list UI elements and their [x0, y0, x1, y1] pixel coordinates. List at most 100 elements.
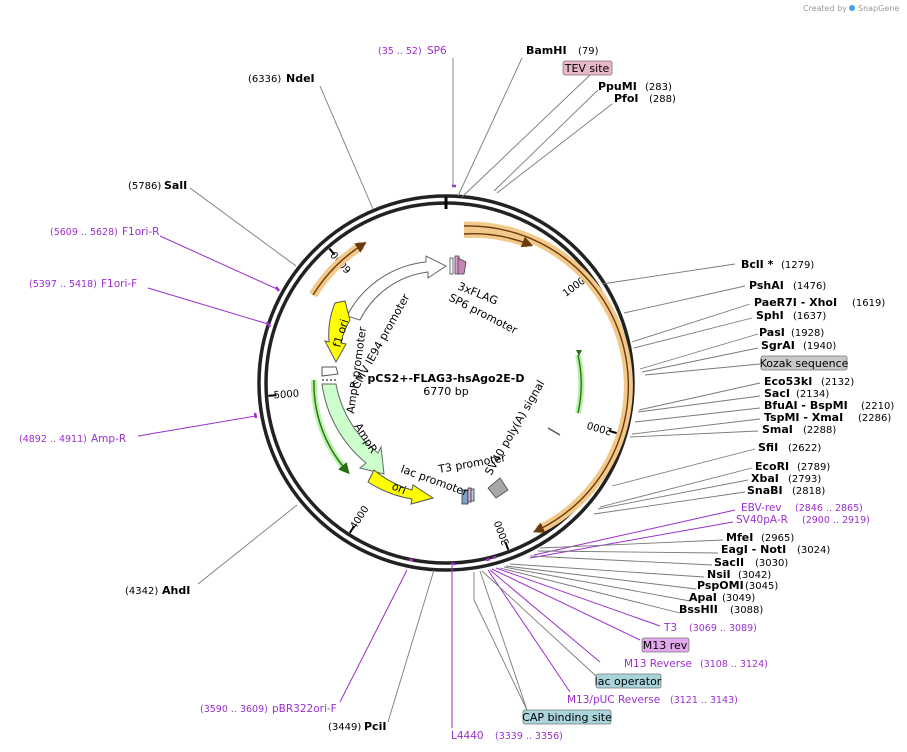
restriction-site-labels: BamHI (79) PpuMI (283) PfoI (288) BclI *… — [125, 44, 894, 733]
sp6-promoter-box[interactable] — [449, 257, 454, 275]
leader-t3 — [495, 567, 661, 627]
site-nsii-name[interactable]: NsiI — [707, 568, 731, 581]
leader-lac-operator — [481, 570, 597, 677]
f1ori-f-primer-mark[interactable] — [265, 321, 272, 328]
site-mfei-name[interactable]: MfeI — [726, 531, 753, 544]
primer-sp6-name[interactable]: SP6 — [427, 45, 447, 57]
cap-badge[interactable] — [522, 709, 612, 725]
boxed-feature-labels: TEV site Kozak sequence M13 rev lac oper… — [522, 60, 849, 725]
site-sgrai-name[interactable]: SgrAI — [761, 339, 795, 352]
site-snabi-pos: (2818) — [792, 486, 825, 497]
site-bsshii-pos: (3088) — [730, 605, 763, 616]
m13-rev-badge[interactable] — [641, 637, 690, 653]
primer-pbr322ori-f-name[interactable]: pBR322ori-F — [272, 703, 337, 715]
site-tspmi-name[interactable]: TspMI - XmaI — [764, 411, 843, 424]
site-sali-name[interactable]: SalI — [164, 179, 187, 192]
site-pasi-name[interactable]: PasI — [759, 326, 785, 339]
site-sphi-name[interactable]: SphI — [756, 309, 784, 322]
m13-box[interactable] — [470, 488, 475, 502]
primer-sv40pa-r-name[interactable]: SV40pA-R — [736, 514, 788, 526]
primer-ebv-rev-range: (2846 .. 2865) — [795, 503, 863, 514]
ori-label: ori — [390, 480, 408, 497]
site-paer7i-pos: (1619) — [852, 298, 885, 309]
site-ndei-name[interactable]: NdeI — [286, 72, 315, 85]
site-bcli-name[interactable]: BclI * — [741, 258, 774, 271]
snapgene-brand-text: SnapGene — [858, 4, 899, 13]
leader-nsii — [509, 563, 705, 578]
site-bfuai-name[interactable]: BfuAI - BspMI — [764, 399, 848, 412]
leader-mfei — [539, 539, 724, 549]
tick-5000 — [268, 394, 277, 397]
lac-operator-text: lac operator — [595, 675, 662, 688]
site-eagi-pos: (3024) — [797, 545, 830, 556]
primer-f1ori-r-name[interactable]: F1ori-R — [122, 226, 159, 238]
tick-3000 — [504, 541, 510, 551]
site-smai-name[interactable]: SmaI — [762, 423, 793, 436]
site-apai-pos: (3049) — [722, 593, 755, 604]
primer-pbr322ori-f-range: (3590 .. 3609) — [200, 704, 268, 715]
tev-site-badge[interactable] — [562, 60, 613, 76]
site-pshai-name[interactable]: PshAI — [749, 279, 784, 292]
site-bsshii-name[interactable]: BssHII — [679, 603, 718, 616]
tev-site-box[interactable] — [457, 257, 467, 275]
site-ecori-name[interactable]: EcoRI — [755, 460, 789, 473]
leader-bamhi — [457, 57, 523, 197]
leader-pasi — [639, 333, 759, 370]
leader-f1ori-r — [159, 235, 278, 290]
t3-primer-mark[interactable] — [492, 555, 497, 560]
site-sacii-name[interactable]: SacII — [714, 556, 744, 569]
site-pfoi-name[interactable]: PfoI — [614, 92, 639, 105]
site-paer7i-name[interactable]: PaeR7I - XhoI — [754, 296, 837, 309]
f1-ori-arrow[interactable] — [324, 300, 351, 364]
ori-arrow[interactable] — [367, 469, 435, 505]
site-pshai-pos: (1476) — [793, 281, 826, 292]
snapgene-logo-icon — [849, 5, 855, 11]
site-bcli-pos: (1279) — [781, 260, 814, 271]
site-bamhi-pos: (79) — [578, 46, 599, 57]
ampr-arrow[interactable] — [321, 383, 385, 475]
primer-amp-r-name[interactable]: Amp-R — [91, 433, 126, 445]
bcli-marker — [547, 427, 561, 436]
primer-labels: (35 .. 52) SP6 (5609 .. 5628) F1ori-R (5… — [19, 45, 870, 742]
primer-f1ori-f-name[interactable]: F1ori-F — [101, 278, 137, 290]
site-ppumi-name[interactable]: PpuMI — [598, 80, 637, 93]
site-xbai-pos: (2793) — [788, 474, 821, 485]
primer-m13-reverse-name[interactable]: M13 Reverse — [624, 658, 692, 670]
ampr-promoter-box[interactable] — [321, 366, 339, 377]
site-apai-name[interactable]: ApaI — [689, 591, 717, 604]
sv40-polya-box[interactable] — [487, 477, 509, 499]
f1ori-r-primer-mark[interactable] — [275, 286, 280, 292]
m13-rev-text: M13 rev — [643, 639, 688, 652]
m13-primer-mark[interactable] — [485, 557, 491, 562]
primer-ebv-rev-name[interactable]: EBV-rev — [741, 502, 782, 514]
cmv-promoter-arrow[interactable] — [346, 255, 447, 321]
leader-sali — [189, 187, 297, 267]
site-pcii-name[interactable]: PciI — [364, 720, 386, 733]
leader-sphi — [633, 317, 753, 349]
primer-m13-puc-reverse-name[interactable]: M13/pUC Reverse — [567, 694, 660, 706]
site-sfii-name[interactable]: SfiI — [758, 441, 778, 454]
site-saci-name[interactable]: SacI — [764, 387, 790, 400]
site-pspomi-name[interactable]: PspOMI — [697, 579, 744, 592]
site-snabi-name[interactable]: SnaBI — [747, 484, 783, 497]
lac-operator-badge[interactable] — [595, 673, 662, 689]
amp-r-primer-mark[interactable] — [253, 412, 258, 419]
site-ppumi-pos: (283) — [645, 82, 672, 93]
tick-6000 — [328, 247, 336, 256]
backbone-outer-ring — [257, 194, 635, 572]
site-eagi-name[interactable]: EagI - NotI — [721, 543, 786, 556]
leader-kozak — [644, 363, 761, 376]
t3-promoter-box[interactable] — [467, 487, 472, 503]
leader-eco53ki — [638, 382, 761, 411]
primer-l4440-range: (3339 .. 3356) — [495, 731, 563, 742]
primer-t3-name[interactable]: T3 — [663, 622, 677, 634]
site-xbai-name[interactable]: XbaI — [751, 472, 779, 485]
plasmid-size: 6770 bp — [423, 385, 468, 398]
site-ahdi-name[interactable]: AhdI — [162, 584, 190, 597]
site-bamhi-name[interactable]: BamHI — [526, 44, 567, 57]
site-sfii-pos: (2622) — [788, 443, 821, 454]
kozak-badge[interactable] — [760, 355, 848, 371]
primer-l4440-name[interactable]: L4440 — [451, 730, 484, 742]
site-eco53ki-name[interactable]: Eco53kI — [764, 375, 812, 388]
